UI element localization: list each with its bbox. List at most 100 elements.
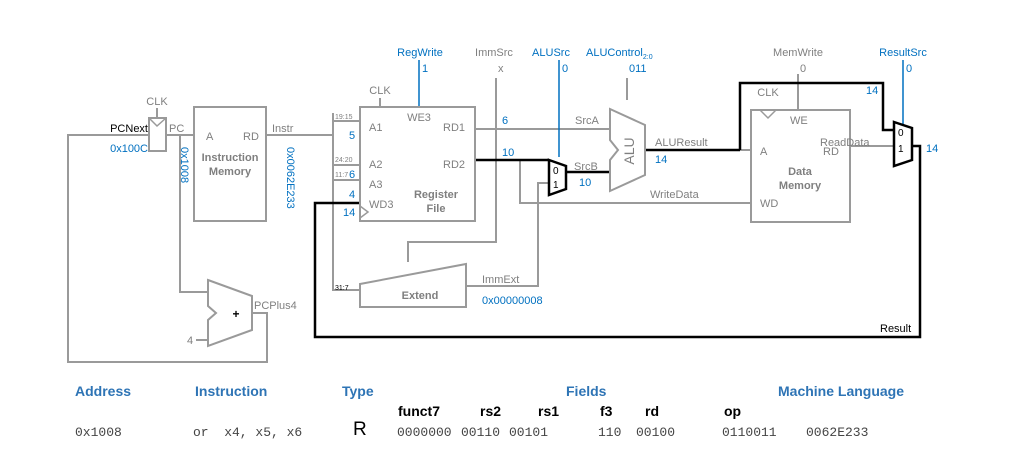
immext-value: 0x00000008 <box>482 295 543 307</box>
extend-label: Extend <box>402 290 439 302</box>
regwrite-value: 1 <box>422 63 428 75</box>
bits-11-7-label: 11:7 <box>335 172 348 179</box>
machine-language-header: Machine Language <box>778 383 905 399</box>
dm-title-1: Data <box>788 166 813 178</box>
pcnext-label: PCNext <box>110 123 148 135</box>
immsrc-signal-label: ImmSrc <box>475 47 513 59</box>
row-rs1: 00101 <box>509 425 549 440</box>
row-rs2: 00110 <box>461 425 501 440</box>
fields-header: Fields <box>566 383 607 399</box>
alucontrol-value: 011 <box>629 63 647 75</box>
imem-title-1: Instruction <box>202 152 259 164</box>
rf-rd1-label: RD1 <box>443 122 465 134</box>
f3-header: f3 <box>600 403 613 419</box>
rs2-header: rs2 <box>480 403 502 419</box>
dm-rd-label: RD <box>823 146 839 158</box>
srcb-label: SrcB <box>574 161 598 173</box>
bits-19-15-label: 19:15 <box>335 114 353 121</box>
resultsrc-value: 0 <box>906 63 912 75</box>
alusrc-value: 0 <box>562 63 568 75</box>
alu-label: ALU <box>621 137 637 164</box>
control-wires <box>418 60 904 157</box>
rf-title-1: Register <box>414 189 459 201</box>
rs1-header: rs1 <box>538 403 560 419</box>
pc-label: PC <box>169 123 184 135</box>
memwrite-signal-label: MemWrite <box>773 47 823 59</box>
address-header: Address <box>75 383 132 399</box>
srcb-value: 10 <box>579 177 591 189</box>
immext-label: ImmExt <box>482 274 519 286</box>
aluresult-label: ALUResult <box>655 137 708 149</box>
bits-31-7-label: 31:7 <box>335 285 349 292</box>
row-rd: 00100 <box>636 425 676 440</box>
pc-value: 0x1008 <box>178 147 190 183</box>
pc-register <box>148 117 167 152</box>
srca-label: SrcA <box>575 115 600 127</box>
pc-clk-label: CLK <box>146 96 168 108</box>
row-machine-code: 0062E233 <box>806 425 869 440</box>
alusrc-signal-label: ALUSrc <box>532 47 570 59</box>
dm-a-label: A <box>760 146 768 158</box>
extend-unit <box>359 262 467 308</box>
rf-title-2: File <box>427 203 446 215</box>
alu <box>609 107 646 193</box>
immsrc-value: x <box>498 63 504 75</box>
regwrite-signal-label: RegWrite <box>397 47 443 59</box>
funct7-header: funct7 <box>398 403 440 419</box>
imem-a-label: A <box>206 131 214 143</box>
dm-title-2: Memory <box>779 180 822 192</box>
resultsrc-signal-label: ResultSrc <box>879 47 927 59</box>
rf-rd2-label: RD2 <box>443 159 465 171</box>
a2-value: 6 <box>349 169 355 181</box>
dm-wd-label: WD <box>760 198 778 210</box>
srcb-mux <box>547 158 568 197</box>
clock-edge-icon <box>148 117 167 128</box>
wd3-value: 14 <box>343 207 355 219</box>
adder-plus-label: + <box>232 307 239 321</box>
active-wires <box>313 81 922 339</box>
result-mux-0: 0 <box>898 128 904 139</box>
row-op: 0110011 <box>722 425 777 440</box>
instr-value: 0x0062E233 <box>284 147 296 209</box>
rf-a2-label: A2 <box>369 159 382 171</box>
rf-wd3-label: WD3 <box>369 199 393 211</box>
data-memory <box>750 109 851 223</box>
instruction-header: Instruction <box>195 383 268 399</box>
rd1-value: 6 <box>502 115 508 127</box>
row-f3: 110 <box>598 425 622 440</box>
srcb-mux-0: 0 <box>553 166 559 177</box>
register-file <box>359 106 476 222</box>
imem-title-2: Memory <box>209 166 252 178</box>
result-mux-in-value: 14 <box>866 85 878 97</box>
writedata-label: WriteData <box>650 189 700 201</box>
instr-label: Instr <box>272 123 294 135</box>
aluresult-value: 14 <box>655 154 667 166</box>
result-label: Result <box>880 323 911 335</box>
alucontrol-signal-label: ALUControl2:0 <box>586 47 653 61</box>
memwrite-value: 0 <box>800 63 806 75</box>
pcplus4-label: PCPlus4 <box>254 300 297 312</box>
const-four-label: 4 <box>187 335 193 347</box>
result-value: 14 <box>926 143 938 155</box>
instruction-memory <box>193 106 267 222</box>
row-type: R <box>353 419 367 440</box>
a1-value: 5 <box>349 130 355 142</box>
bits-24-20-label: 24:20 <box>335 157 353 164</box>
row-address: 0x1008 <box>75 425 122 440</box>
rf-we3-label: WE3 <box>407 112 431 124</box>
rf-a3-label: A3 <box>369 179 382 191</box>
rf-clk-label: CLK <box>369 85 391 97</box>
rd-header: rd <box>645 403 659 419</box>
rd2-value: 10 <box>502 147 514 159</box>
dm-we-label: WE <box>790 115 808 127</box>
row-instruction: or x4, x5, x6 <box>193 425 303 440</box>
result-mux <box>892 120 914 168</box>
pc-plus4-adder <box>207 278 253 348</box>
pcnext-value: 0x100C <box>110 143 148 155</box>
a3-value: 4 <box>349 189 355 201</box>
dm-clk-label: CLK <box>757 87 779 99</box>
readdata-label: ReadData <box>820 137 870 149</box>
row-funct7: 0000000 <box>397 425 452 440</box>
imem-rd-label: RD <box>243 131 259 143</box>
